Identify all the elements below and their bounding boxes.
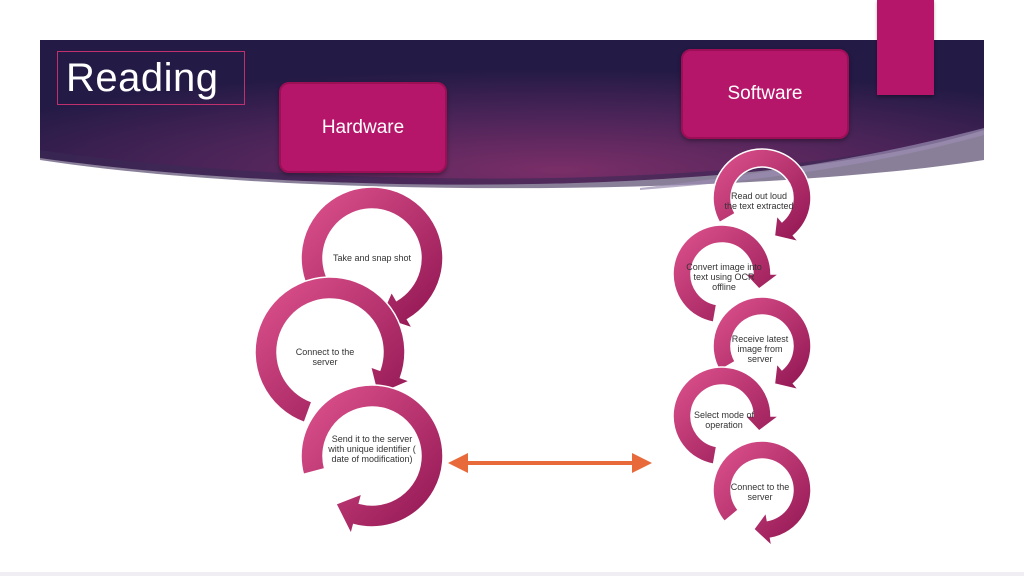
software-step-2: Convert image into text using OCR offlin… [686, 262, 762, 292]
software-step-4: Select mode of operation [693, 410, 755, 430]
title-frame [57, 51, 245, 105]
software-step-5: Connect to the server [730, 482, 790, 502]
software-ring-5 [712, 440, 812, 549]
hardware-ring-2 [254, 276, 412, 424]
accent-bar [877, 0, 934, 95]
software-ring-3 [712, 296, 812, 391]
software-ring-2 [672, 224, 782, 324]
hardware-header: Hardware [279, 82, 447, 173]
hardware-step-1: Take and snap shot [332, 253, 412, 263]
software-ring-4 [672, 366, 782, 466]
slide-title: Reading [66, 56, 219, 100]
software-step-3: Receive latest image from server [731, 334, 789, 364]
software-step-1: Read out loud the text extracted [724, 191, 794, 211]
hardware-ring-1 [300, 186, 444, 330]
bottom-edge [0, 572, 1024, 576]
software-header-label: Software [727, 83, 803, 104]
hardware-header-label: Hardware [321, 116, 405, 138]
hardware-step-3: Send it to the server with unique identi… [328, 434, 416, 464]
software-ring-1 [712, 148, 812, 243]
hardware-ring-3 [300, 384, 444, 537]
hardware-step-2: Connect to the server [295, 347, 355, 367]
software-header: Software [681, 49, 849, 139]
